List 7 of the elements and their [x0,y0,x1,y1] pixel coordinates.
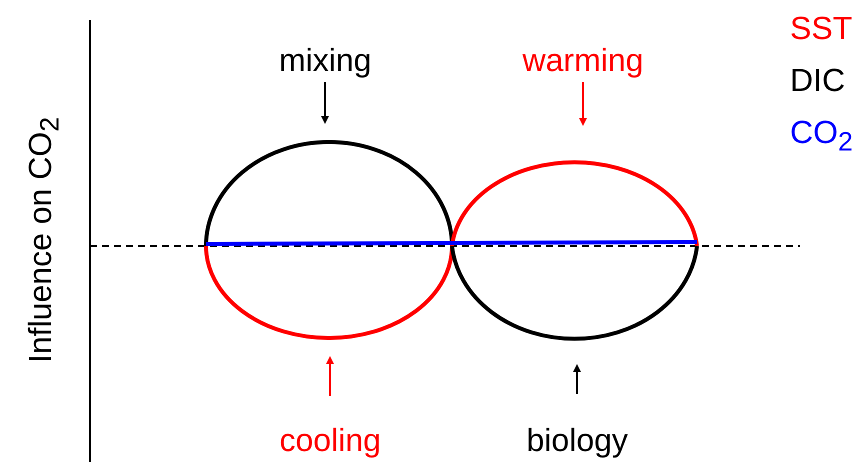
annotation-label: biology [526,424,628,456]
annotation-label: warming [522,44,644,76]
annotation-label: mixing [279,44,372,76]
legend-label: CO$_{2}$ [790,116,853,156]
legend-label: SST [790,12,852,44]
annotation-label: cooling [280,424,381,456]
legend-label: DIC [790,64,846,96]
